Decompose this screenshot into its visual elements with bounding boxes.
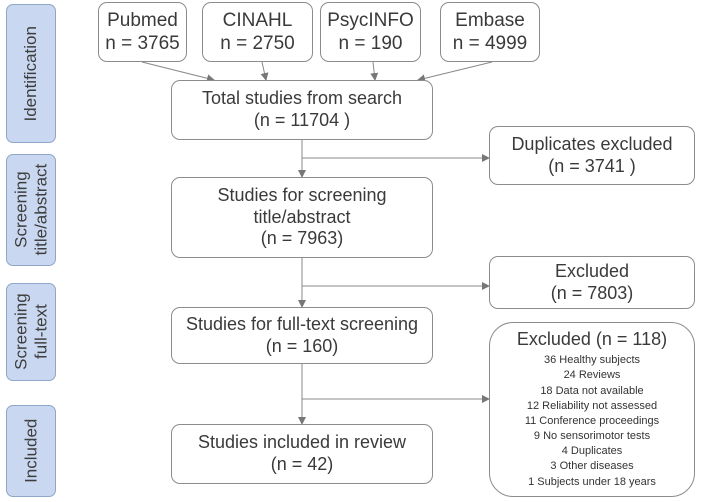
duplicates-box: Duplicates excluded (n = 3741 ) — [489, 126, 695, 185]
source-name: Pubmed — [107, 9, 178, 31]
stage-screening-title-abstract: Screening title/abstract — [6, 154, 56, 266]
exclusion-reason: 3 Other diseases — [550, 460, 634, 473]
excluded1-label: Excluded — [554, 260, 630, 281]
source-count: n = 190 — [338, 33, 403, 54]
screening-label-line2: title/abstract — [253, 206, 351, 227]
stage-label: full-text — [31, 304, 50, 360]
included-count: (n = 42) — [270, 454, 334, 474]
exclusion-reason: 36 Healthy subjects — [544, 354, 640, 367]
stage-label: Screening — [11, 171, 31, 249]
excluded1-count: (n = 7803) — [550, 282, 634, 303]
source-count: n = 3765 — [105, 33, 180, 54]
fulltext-count: (n = 160) — [265, 335, 339, 356]
stage-label: Screening — [11, 293, 31, 371]
exclusion-reason: 1 Subjects under 18 years — [528, 475, 656, 488]
arrow-psycinfo-total — [370, 61, 379, 81]
exclusion-reason: 11 Conference proceedings — [524, 414, 660, 427]
arrow-cinahl-total — [260, 61, 269, 81]
included-box: Studies included in review (n = 42) — [171, 424, 433, 484]
arrow-embase-total — [417, 61, 493, 83]
stage-label: title/abstract — [31, 164, 50, 256]
screening-label-line1: Studies for screening — [217, 184, 387, 205]
fulltext-box: Studies for full-text screening (n = 160… — [171, 307, 433, 364]
stage-identification: Identification — [6, 4, 56, 143]
total-count: (n = 11704 ) — [253, 110, 351, 130]
source-pubmed: Pubmed n = 3765 — [98, 2, 187, 62]
source-name: CINAHL — [222, 9, 293, 31]
total-label: Total studies from search — [201, 88, 403, 109]
total-studies-box: Total studies from search (n = 11704 ) — [171, 80, 433, 140]
screening-count: (n = 7963) — [260, 228, 344, 249]
source-name: PsycINFO — [327, 9, 414, 31]
fulltext-label: Studies for full-text screening — [185, 313, 419, 334]
source-count: n = 4999 — [452, 33, 528, 54]
stage-screening-full-text: Screening full-text — [6, 283, 56, 381]
duplicates-count: (n = 3741 ) — [548, 155, 636, 176]
source-name: Embase — [455, 9, 525, 31]
source-embase: Embase n = 4999 — [440, 2, 540, 62]
duplicates-label: Duplicates excluded — [511, 133, 673, 154]
excluded1-box: Excluded (n = 7803) — [489, 256, 695, 309]
exclusion-reason: 12 Reliability not assessed — [526, 399, 658, 412]
exclusion-reason: 18 Data not available — [540, 384, 644, 397]
screening-box: Studies for screening title/abstract (n … — [171, 177, 433, 258]
stage-label: Identification — [21, 25, 41, 122]
excluded2-box: Excluded (n = 118) 36 Healthy subjects 2… — [489, 322, 695, 497]
exclusion-reasons-list: 36 Healthy subjects 24 Reviews 18 Data n… — [525, 353, 659, 490]
source-cinahl: CINAHL n = 2750 — [202, 2, 313, 62]
arrow-pubmed-total — [141, 61, 215, 83]
exclusion-reason: 24 Reviews — [563, 369, 621, 382]
stage-label: Included — [21, 418, 41, 484]
stage-included: Included — [6, 405, 56, 497]
source-psycinfo: PsycINFO n = 190 — [320, 2, 421, 62]
source-count: n = 2750 — [220, 33, 295, 54]
excluded2-title: Excluded (n = 118) — [516, 329, 668, 350]
exclusion-reason: 4 Duplicates — [561, 445, 623, 458]
exclusion-reason: 9 No sensorimotor tests — [533, 430, 651, 443]
included-label: Studies included in review — [197, 432, 407, 453]
